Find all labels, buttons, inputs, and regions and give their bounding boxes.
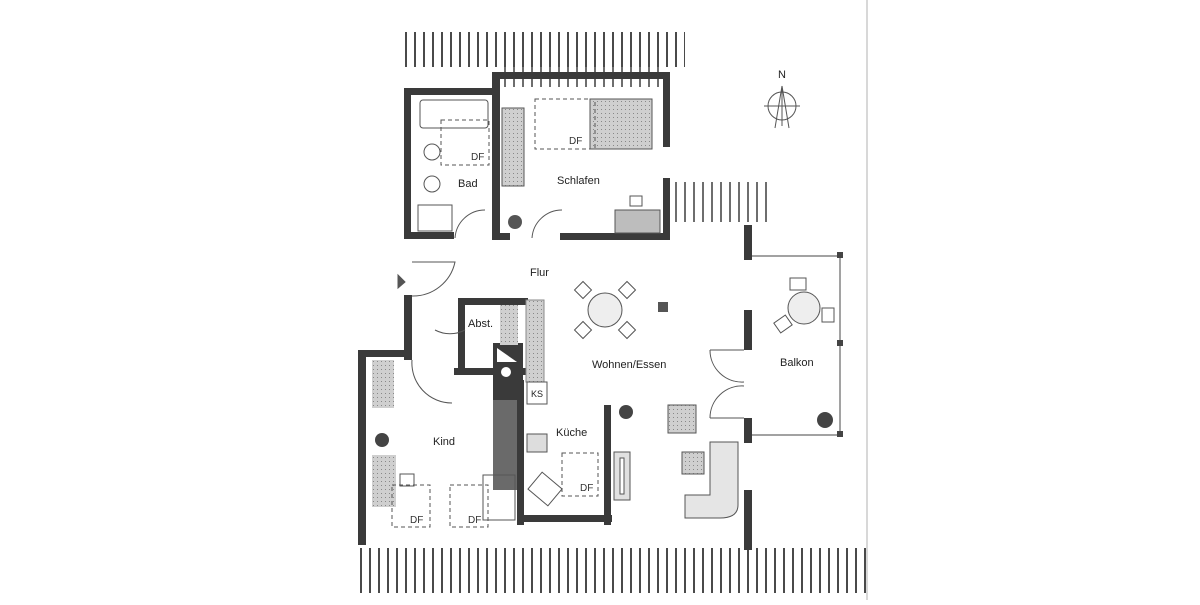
room-label-balkon: Balkon bbox=[780, 357, 814, 369]
df-label-kind-2: DF bbox=[468, 515, 482, 526]
bedroom-furniture bbox=[501, 98, 661, 234]
compass-icon bbox=[764, 85, 800, 129]
df-label-schlafen: DF bbox=[569, 136, 583, 147]
dining-table bbox=[573, 280, 637, 340]
compass-north-label: N bbox=[778, 69, 786, 81]
df-label-bad: DF bbox=[471, 152, 485, 163]
column bbox=[658, 302, 668, 312]
df-label-kueche: DF bbox=[580, 483, 594, 494]
page-edge bbox=[866, 0, 868, 600]
room-label-kind: Kind bbox=[433, 436, 456, 448]
roof-hatch-top bbox=[360, 32, 870, 593]
kind-furniture bbox=[372, 360, 516, 528]
kitchen-furniture bbox=[526, 433, 599, 507]
balcony bbox=[752, 252, 843, 437]
bathroom-fixtures bbox=[417, 99, 563, 239]
room-label-kueche: Küche bbox=[556, 427, 588, 439]
room-label-flur: Flur bbox=[530, 267, 549, 279]
room-label-bad: Bad bbox=[458, 178, 478, 190]
flur-doors bbox=[397, 261, 466, 404]
walls bbox=[358, 72, 752, 550]
room-label-wohnen: Wohnen/Essen bbox=[592, 359, 667, 371]
balcony-door bbox=[709, 349, 745, 419]
living-furniture bbox=[613, 404, 739, 519]
room-label-schlafen: Schlafen bbox=[557, 175, 600, 187]
room-label-abst: Abst. bbox=[468, 318, 494, 330]
abst-storage bbox=[497, 299, 548, 405]
ks-label: KS bbox=[531, 389, 544, 399]
df-label-kind-1: DF bbox=[410, 515, 424, 526]
